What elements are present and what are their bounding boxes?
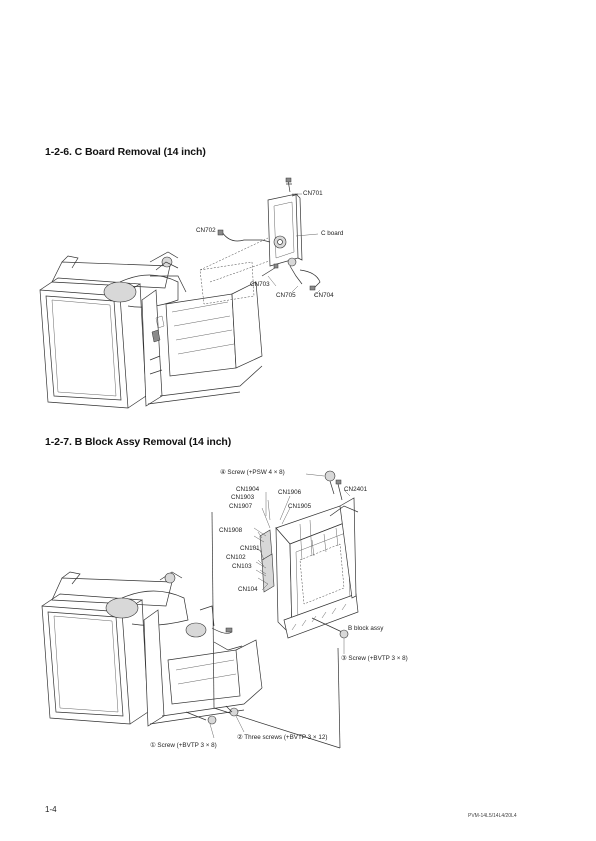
page-number: 1-4: [45, 805, 57, 814]
label-screw-2: ② Three screws (+BVTP 3 × 12): [237, 734, 328, 741]
label-cn104: CN104: [238, 586, 258, 593]
section-heading-c-board: 1-2-6. C Board Removal (14 inch): [45, 146, 206, 158]
label-cn704: CN704: [314, 292, 334, 299]
label-cn702: CN702: [196, 227, 216, 234]
label-cn1904: CN1904: [236, 486, 260, 493]
label-cn101: CN101: [240, 545, 260, 552]
label-cn1908: CN1908: [219, 527, 243, 534]
label-cn102: CN102: [226, 554, 246, 561]
label-screw-3: ③ Screw (+BVTP 3 × 8): [341, 655, 408, 662]
label-cn1907: CN1907: [229, 503, 253, 510]
label-b-block-assy: B block assy: [348, 625, 384, 632]
label-cn703: CN703: [250, 281, 270, 288]
label-cn701: CN701: [303, 190, 323, 197]
label-cn705: CN705: [276, 292, 296, 299]
label-cn2401: CN2401: [344, 486, 368, 493]
label-screw-1: ① Screw (+BVTP 3 × 8): [150, 742, 217, 749]
section-heading-b-block: 1-2-7. B Block Assy Removal (14 inch): [45, 436, 232, 448]
model-number: PVM-14L5/14L4/20L4: [468, 813, 517, 819]
label-cn1905: CN1905: [288, 503, 312, 510]
label-screw-4: ④ Screw (+PSW 4 × 8): [220, 469, 285, 476]
label-cn103: CN103: [232, 563, 252, 570]
label-c-board: C board: [321, 230, 344, 237]
label-cn1906: CN1906: [278, 489, 302, 496]
label-cn1903: CN1903: [231, 494, 255, 501]
